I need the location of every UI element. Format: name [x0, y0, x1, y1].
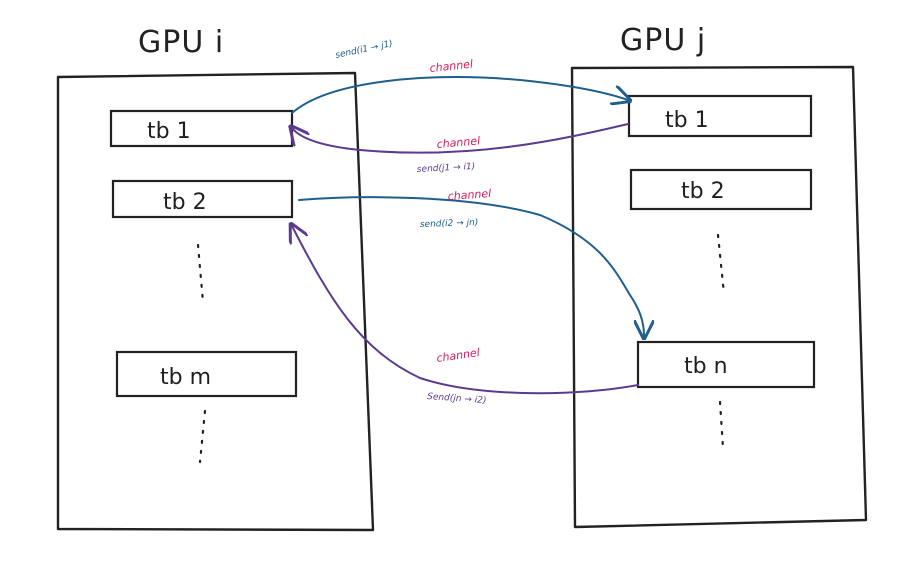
- gpu-j-ellipsis-bottom: [718, 400, 725, 450]
- channel-label-jn-i2: channel: [436, 346, 481, 365]
- gpu-j-tb-n-label: tb n: [684, 354, 728, 379]
- gpu-j-container: [570, 65, 868, 529]
- gpu-i-tb-m: tb m: [115, 350, 298, 398]
- arrow-i1-to-j1: [291, 76, 628, 114]
- gpu-i-tb-2-label: tb 2: [163, 190, 207, 215]
- arrow-j1-to-i1: [292, 124, 629, 154]
- gpu-i-ellipsis-top: [196, 243, 205, 304]
- gpu-j-tb-2-label: tb 2: [681, 179, 725, 204]
- gpu-j-tb-1-label: tb 1: [665, 108, 709, 133]
- gpu-j-tb-2: tb 2: [629, 168, 813, 211]
- send-label-i1-j1: send(i1 → j1): [335, 39, 394, 61]
- arrow-jn-to-i2: [292, 226, 639, 395]
- channel-label-j1-i1: channel: [436, 134, 480, 151]
- gpu-i-tb-1: tb 1: [109, 109, 294, 148]
- gpu-i-tb-m-label: tb m: [160, 365, 211, 390]
- gpu-i-tb-1-label: tb 1: [147, 119, 191, 144]
- send-label-j1-i1: send(j1 → i1): [417, 162, 476, 175]
- channel-label-i2-jn: channel: [447, 187, 491, 203]
- gpu-i-container: [56, 71, 375, 532]
- channel-label-i1-j1: channel: [429, 58, 474, 75]
- gpu-i-title: GPU i: [138, 25, 224, 60]
- gpu-j-title: GPU j: [620, 23, 706, 58]
- gpu-j-tb-1: tb 1: [627, 94, 813, 138]
- send-label-jn-i2: Send(jn → i2): [427, 392, 487, 406]
- gpu-i-ellipsis-bottom: [198, 409, 207, 464]
- gpu-j-tb-n: tb n: [636, 340, 816, 389]
- gpu-i-tb-2: tb 2: [111, 179, 294, 219]
- send-label-i2-jn: send(i2 → jn): [420, 218, 479, 230]
- arrow-i2-to-jn: [298, 196, 644, 336]
- gpu-j-ellipsis-top: [716, 233, 726, 296]
